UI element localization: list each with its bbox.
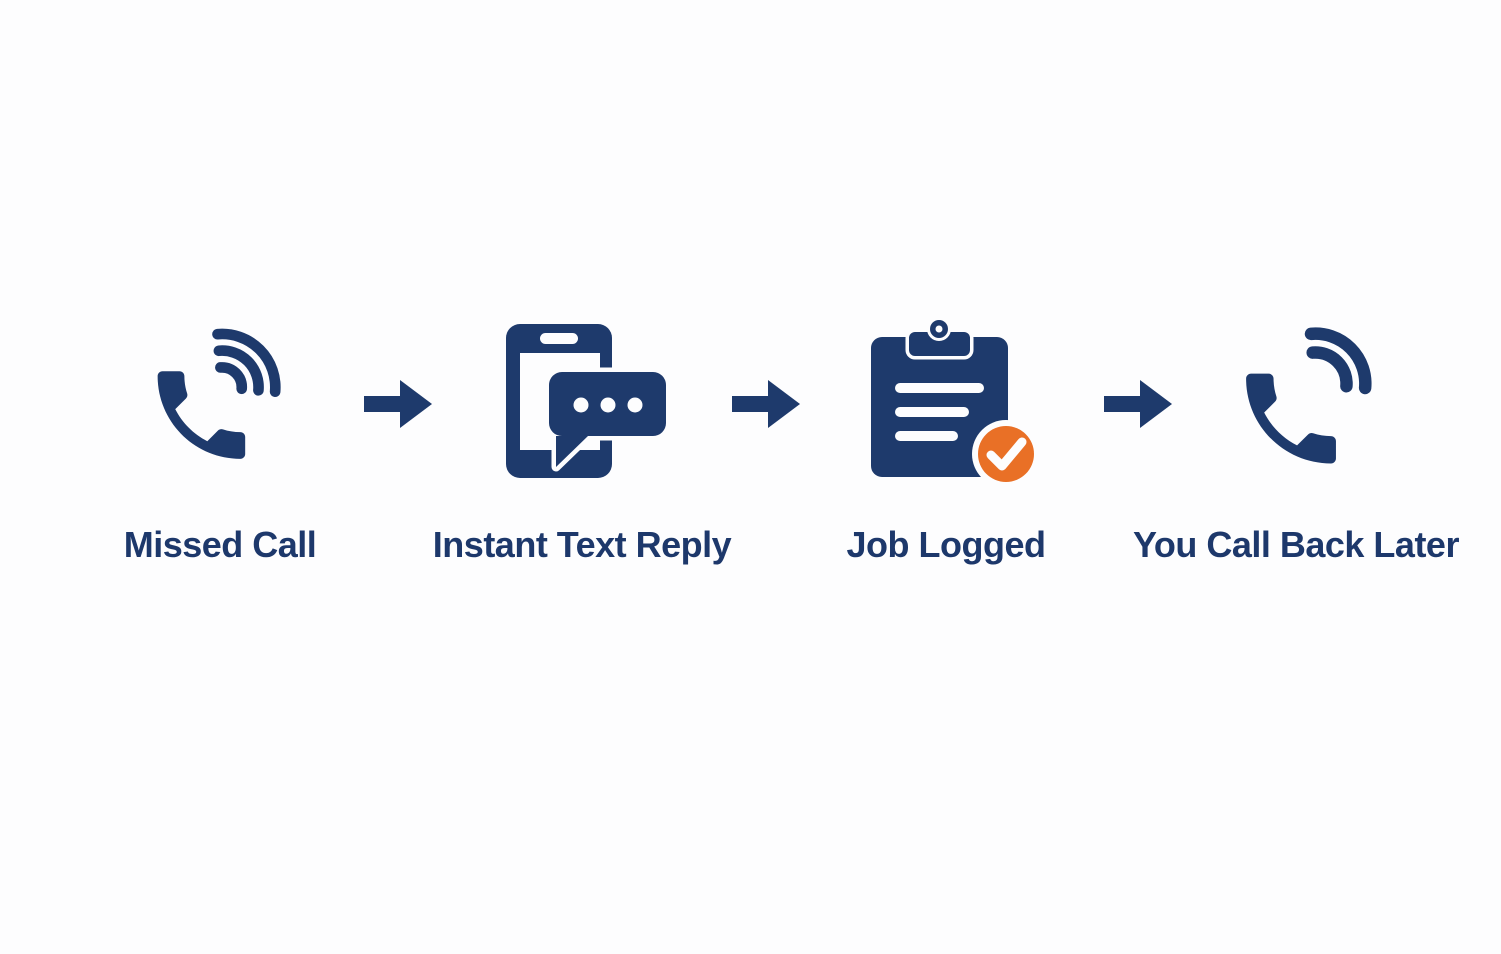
chat-bubble-dots — [573, 397, 643, 413]
job-logged-svg — [871, 318, 1040, 488]
arrow-right-icon — [1104, 378, 1172, 430]
phone-handset-shape — [157, 371, 246, 459]
smartphone-speaker-slot — [540, 333, 578, 344]
call-back-phone-svg — [1246, 327, 1372, 464]
step-label-instant-text-reply: Instant Text Reply — [432, 524, 732, 565]
check-badge-circle — [978, 426, 1034, 482]
phone-handset-shape — [1246, 373, 1336, 464]
checkmark-icon — [986, 437, 1027, 471]
signal-waves-icon — [212, 328, 281, 397]
step-label-you-call-back-later: You Call Back Later — [1133, 524, 1459, 565]
signal-waves-icon — [1304, 327, 1372, 395]
chat-bubble-icon — [544, 367, 671, 472]
step-label-missed-call: Missed Call — [123, 524, 317, 565]
clipboard-clip-knob-hole — [935, 325, 943, 333]
smartphone-chat-bubble-icon — [500, 320, 690, 480]
arrow-right-icon — [732, 378, 800, 430]
phone-handset-callback-icon — [1228, 316, 1384, 484]
step-label-job-logged: Job Logged — [846, 524, 1046, 565]
arrow-right-icon — [364, 378, 432, 430]
clipboard-text-lines — [895, 383, 984, 441]
clipboard-check-icon — [868, 318, 1040, 488]
missed-call-phone-svg — [157, 328, 281, 459]
phone-handset-ringing-icon — [140, 318, 292, 482]
instant-text-reply-svg — [506, 324, 671, 478]
